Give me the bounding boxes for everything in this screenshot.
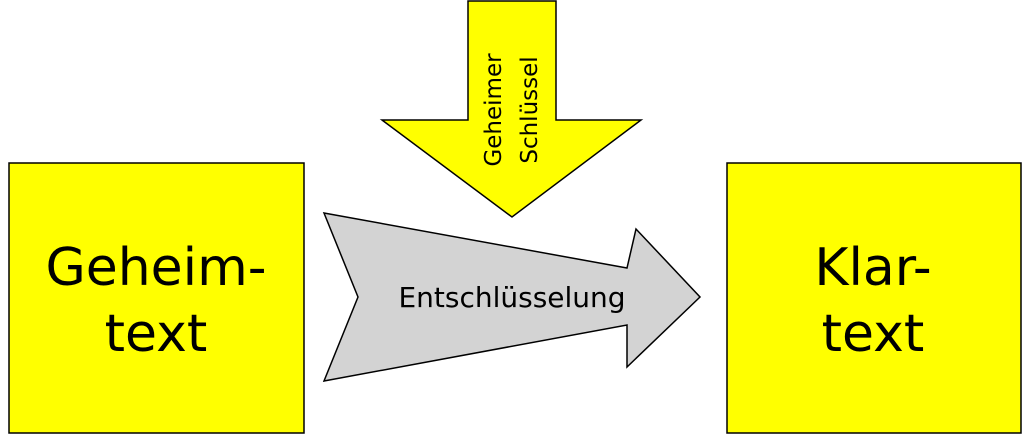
ciphertext-label-line1: Geheim- <box>45 238 266 298</box>
decryption-arrow-shape <box>322 212 702 382</box>
ciphertext-box: Geheim- text <box>8 162 305 434</box>
ciphertext-label-line2: text <box>105 304 208 364</box>
plaintext-label-line2: text <box>822 304 925 364</box>
key-arrow-label-line1: Geheimer <box>481 53 507 167</box>
key-arrow-shape <box>379 0 644 218</box>
key-arrow: Geheimer Schlüssel <box>379 0 644 218</box>
key-arrow-label-line2: Schlüssel <box>517 56 543 163</box>
plaintext-box: Klar- text <box>726 162 1022 434</box>
decryption-arrow-label: Entschlüsselung <box>398 281 625 314</box>
decryption-arrow: Entschlüsselung <box>322 212 702 382</box>
ciphertext-box-shape <box>8 162 305 434</box>
plaintext-label-line1: Klar- <box>814 238 931 298</box>
plaintext-box-shape <box>726 162 1022 434</box>
